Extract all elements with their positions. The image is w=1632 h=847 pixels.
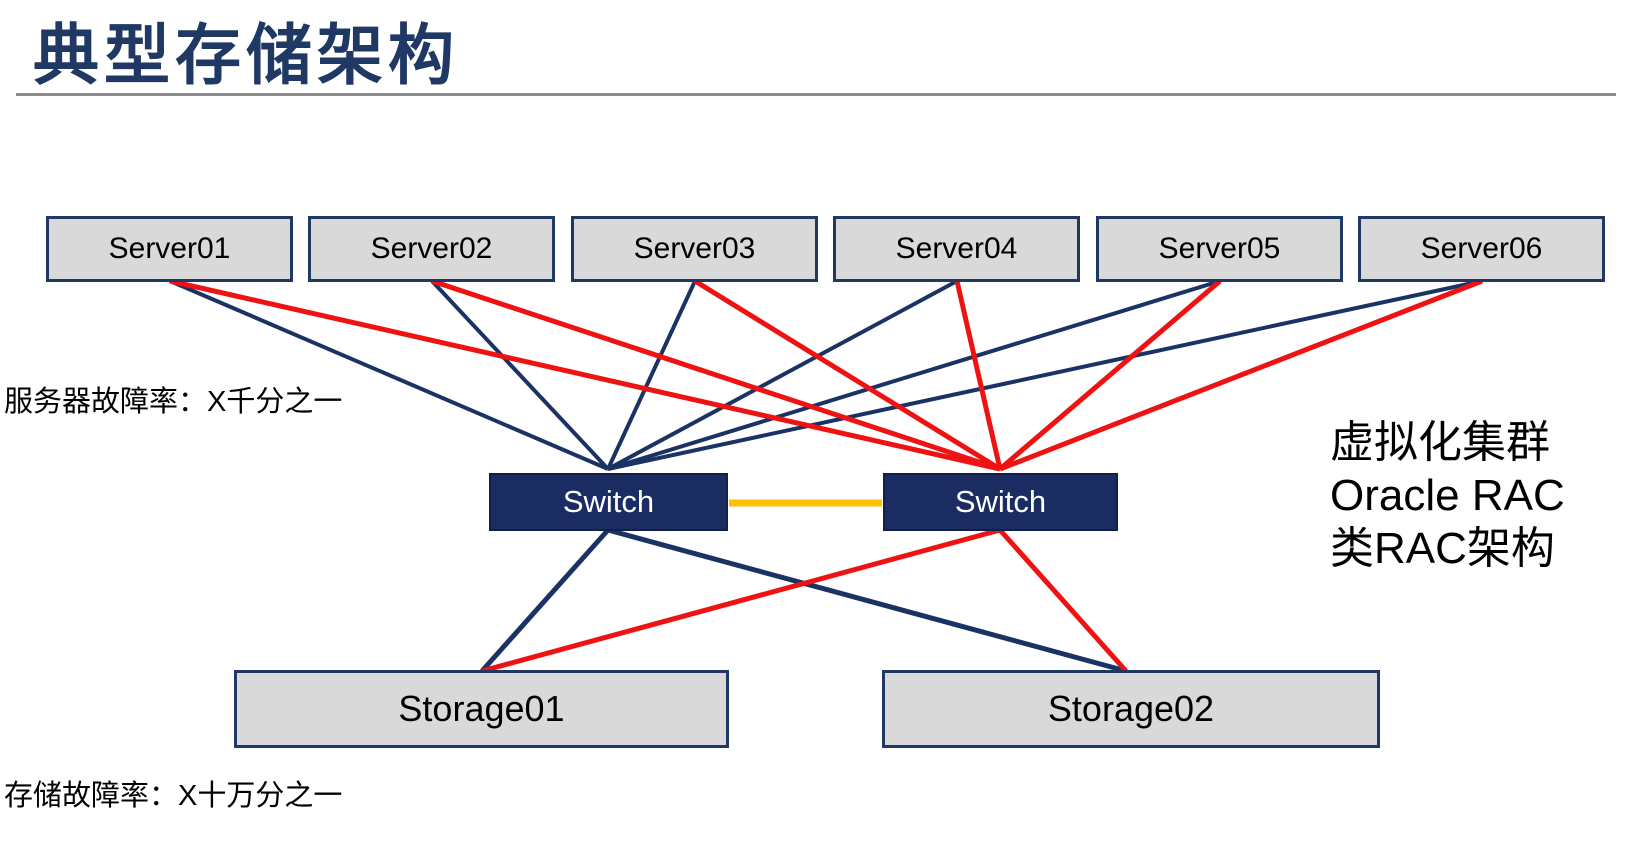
server-failure-rate-note: 服务器故障率：X千分之一: [4, 386, 343, 418]
server-to-right-switch-links: [169, 278, 1483, 472]
link-switch2-storage1: [481, 527, 1001, 674]
link-server5-switch1: [607, 279, 1221, 471]
switch2-node: Switch: [883, 473, 1118, 531]
server03-node: Server03: [571, 216, 818, 282]
link-server6-switch2: [999, 278, 1483, 472]
server02-node: Server02: [308, 216, 555, 282]
link-server3-switch2: [693, 278, 1002, 472]
server01-node: Server01: [46, 216, 293, 282]
cluster-note-line2: Oracle RAC: [1330, 471, 1565, 520]
link-server1-switch2: [169, 278, 1001, 472]
cluster-note-line1: 虚拟化集群: [1330, 418, 1550, 467]
server06-node: Server06: [1358, 216, 1605, 282]
cluster-note: 虚拟化集群 Oracle RAC 类RAC架构: [1330, 416, 1565, 575]
link-server2-switch2: [431, 278, 1001, 472]
switch1-node: Switch: [489, 473, 728, 531]
link-switch1-storage1: [480, 528, 610, 673]
link-server1-switch1: [169, 279, 609, 471]
left-switch-to-storage-links: [480, 527, 1127, 674]
storage-failure-rate-note: 存储故障率：X十万分之一: [4, 780, 343, 812]
storage01-node: Storage01: [234, 670, 729, 748]
link-server3-switch1: [606, 280, 697, 470]
server05-node: Server05: [1096, 216, 1343, 282]
link-server4-switch2: [954, 280, 1003, 470]
server04-node: Server04: [833, 216, 1080, 282]
title-divider: [16, 93, 1616, 96]
link-server6-switch1: [607, 279, 1483, 471]
link-switch1-storage2: [607, 527, 1127, 674]
link-switch2-storage2: [998, 528, 1128, 673]
cluster-note-line3: 类RAC架构: [1330, 524, 1555, 573]
server-to-left-switch-links: [169, 279, 1483, 471]
page-title: 典型存储架构: [33, 18, 459, 92]
storage02-node: Storage02: [882, 670, 1380, 748]
link-server5-switch2: [998, 279, 1222, 471]
link-server2-switch1: [430, 279, 610, 471]
link-server4-switch1: [607, 279, 958, 471]
right-switch-to-storage-links: [481, 527, 1128, 674]
